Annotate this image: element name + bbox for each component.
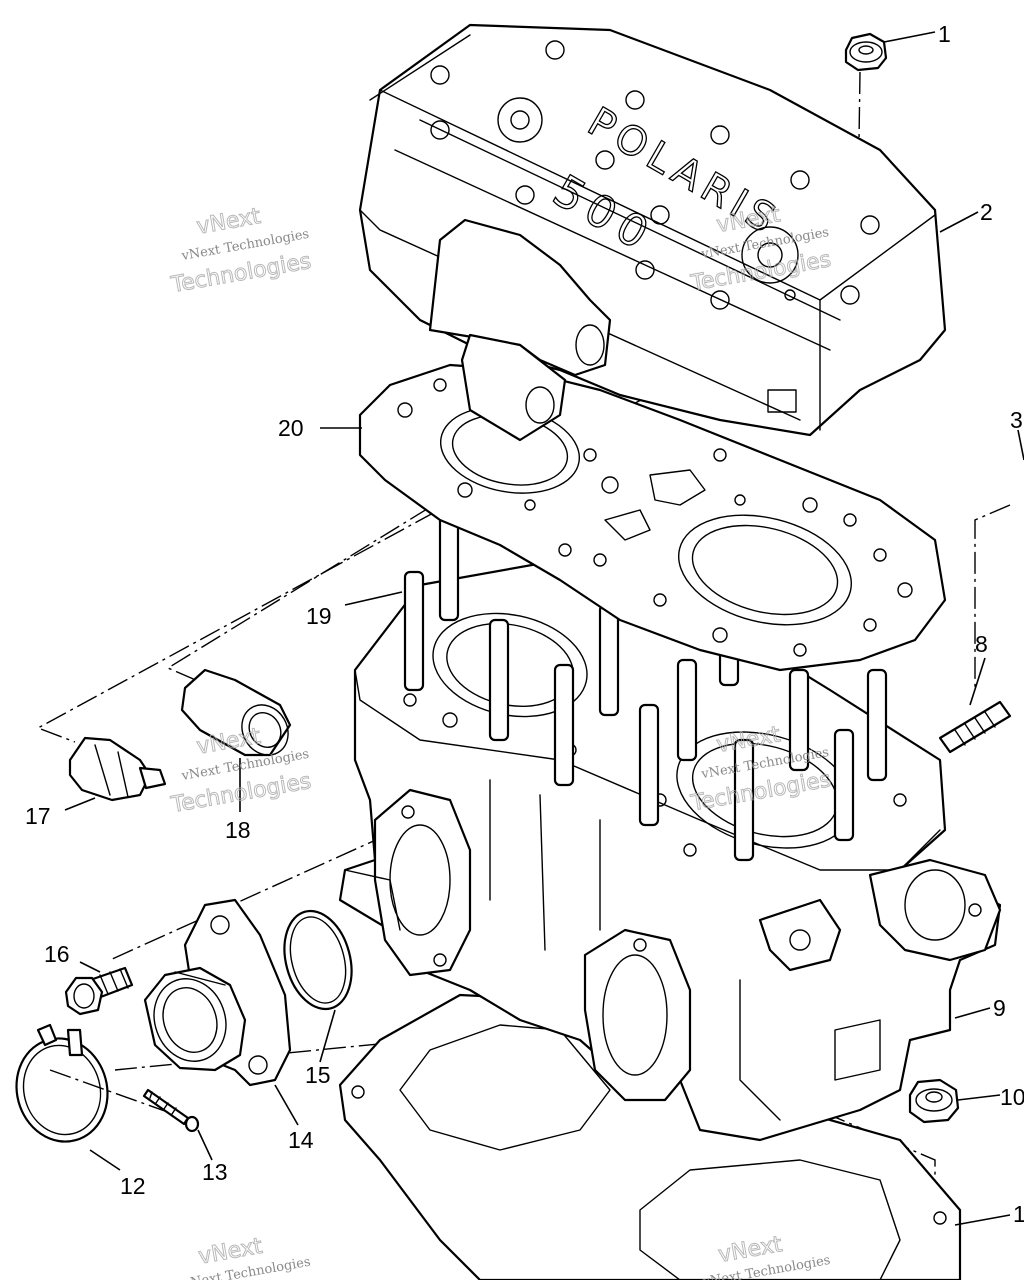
callout-2: 2	[980, 199, 993, 225]
svg-text:vNext: vNext	[195, 204, 263, 240]
callout-19: 19	[306, 603, 332, 629]
cylinder-head: POLARIS 500	[358, 23, 947, 442]
clamp-screw	[142, 1088, 200, 1133]
cylinder-studs	[403, 498, 888, 862]
o-ring	[283, 909, 353, 1011]
exhaust-stud	[938, 700, 1012, 754]
hose-clamp	[15, 1023, 109, 1143]
callout-20: 20	[278, 415, 304, 441]
leader-lines	[64, 31, 1024, 1226]
callout-10: 10	[1000, 1084, 1024, 1110]
callout-numbers: 1 2 3 8 9 10 1 12 13 14 15 16 17 18 19 2…	[25, 21, 1024, 1227]
callout-16: 16	[44, 941, 70, 967]
callout-17: 17	[25, 803, 51, 829]
callout-15: 15	[305, 1062, 331, 1088]
temperature-sensor	[68, 736, 167, 802]
callout-9: 9	[993, 995, 1006, 1021]
watermark-bottom-left: vNext vNext Technologies	[181, 1233, 312, 1280]
temperature-sensor-sleeve	[180, 668, 292, 757]
callout-14: 14	[288, 1127, 314, 1153]
watermark-mid-left: vNext vNext Technologies Technologies	[168, 723, 314, 818]
callout-12: 12	[120, 1173, 146, 1199]
thermostat-housing	[143, 898, 292, 1087]
watermark-bottom-right: vNext vNext Technologies	[701, 1232, 832, 1280]
head-gasket	[358, 363, 947, 672]
callout-11: 1	[1013, 1201, 1024, 1227]
callout-18: 18	[225, 817, 251, 843]
head-bolt-bosses	[430, 40, 880, 310]
callout-8: 8	[975, 631, 988, 657]
watermark-top-left: vNext vNext Technologies Technologies	[168, 203, 314, 298]
callout-13: 13	[202, 1159, 228, 1185]
callout-1: 1	[938, 21, 951, 47]
housing-bolt	[64, 966, 134, 1016]
base-nut	[908, 1078, 960, 1124]
head-nut	[844, 32, 888, 72]
callout-3: 3	[1010, 407, 1023, 433]
base-gasket	[338, 993, 962, 1280]
